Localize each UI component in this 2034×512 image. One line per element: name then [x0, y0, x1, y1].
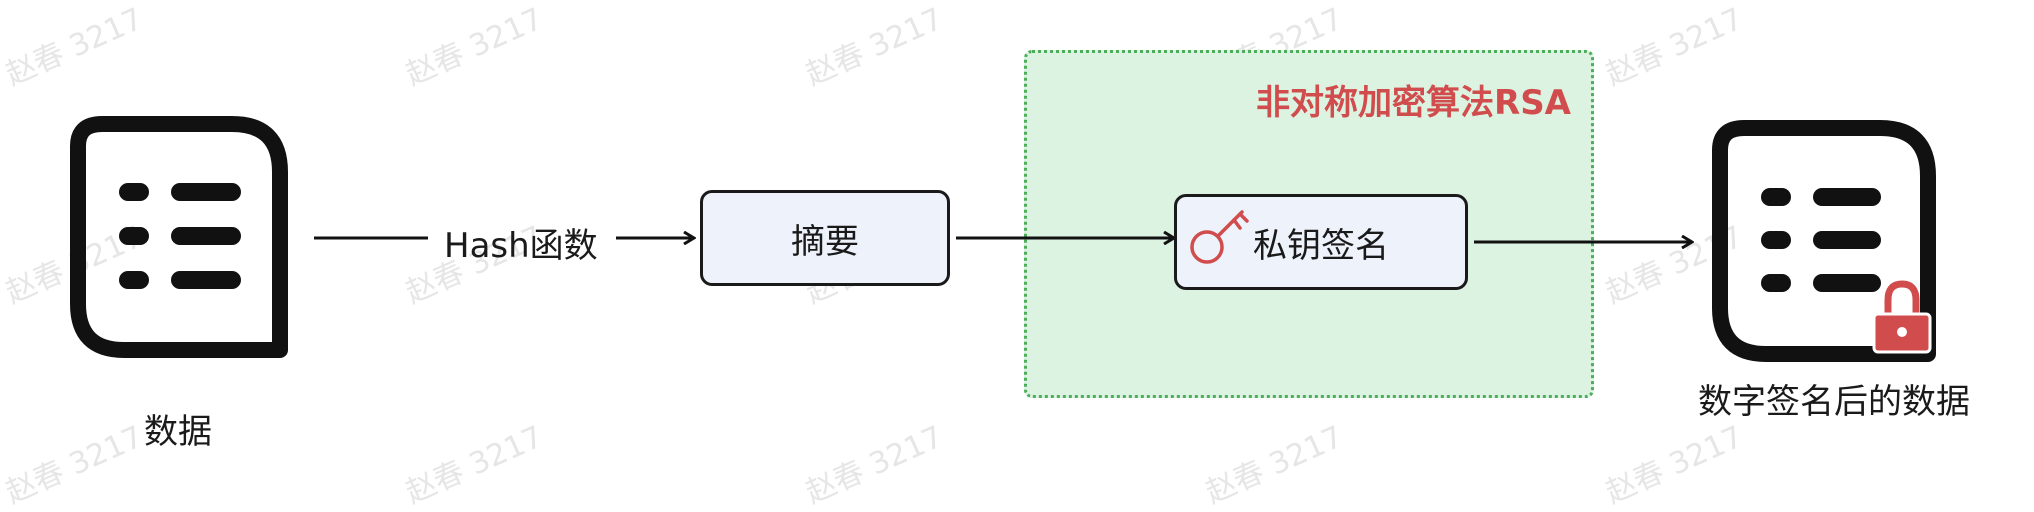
- signed-document-icon: [1712, 120, 1936, 362]
- rsa-region: 非对称加密算法RSA: [1024, 50, 1594, 398]
- private-key-sign-node: 私钥签名: [1174, 194, 1468, 290]
- rsa-region-title: 非对称加密算法RSA: [1256, 83, 1571, 123]
- source-data-label: 数据: [144, 412, 212, 452]
- key-icon: [1190, 210, 1249, 264]
- signed-data-label: 数字签名后的数据: [1698, 382, 1970, 422]
- hash-function-label: Hash函数: [444, 226, 598, 266]
- document-icon: [70, 116, 288, 358]
- lock-icon: [1872, 280, 1932, 354]
- private-key-sign-label: 私钥签名: [1253, 225, 1389, 266]
- digest-node: 摘要: [700, 190, 950, 286]
